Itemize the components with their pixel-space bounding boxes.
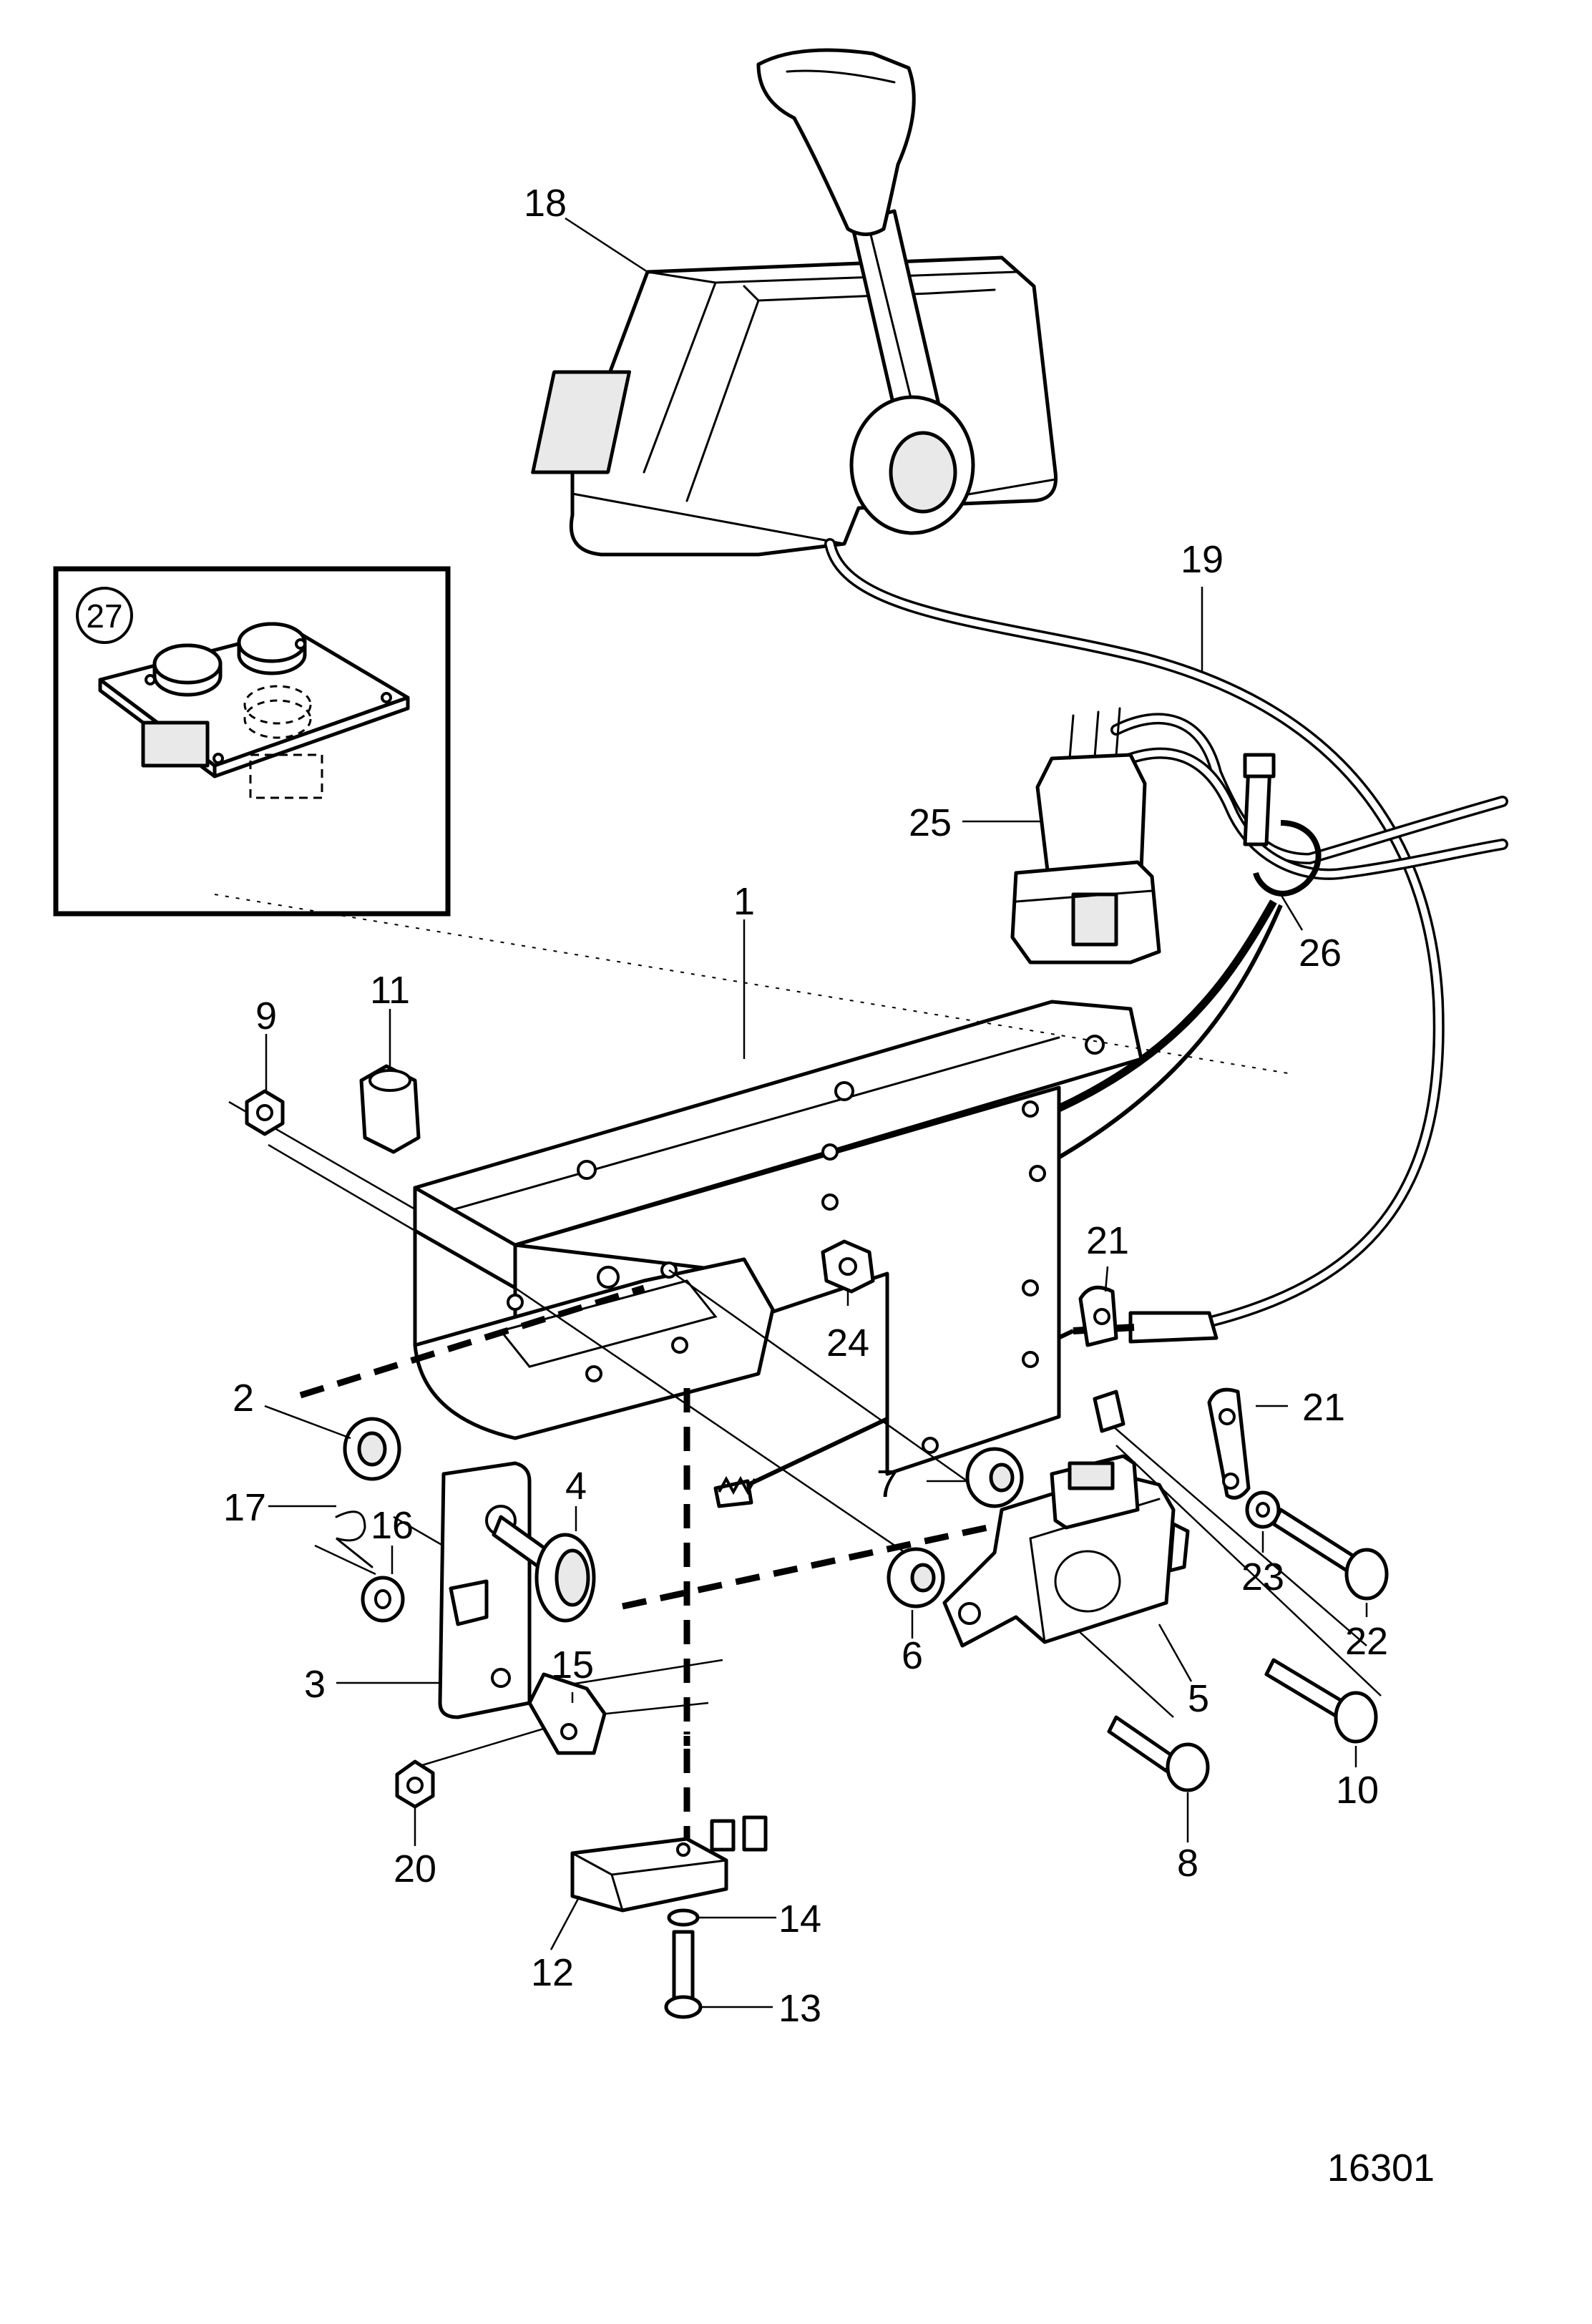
nut-24 <box>821 1239 875 1294</box>
washer-14 <box>667 1908 700 1927</box>
cotter-pin-17 <box>314 1510 376 1576</box>
nut-20 <box>395 1759 435 1809</box>
spacer-7 <box>965 1447 1024 1508</box>
callout-25: 25 <box>909 801 952 844</box>
callout-9: 9 <box>255 995 277 1038</box>
screw-22 <box>1271 1508 1389 1601</box>
nut-11 <box>359 1064 421 1154</box>
inset-label: 27 <box>86 597 122 635</box>
washer-16 <box>361 1576 405 1623</box>
hardware <box>245 1064 1389 2019</box>
spring <box>718 1475 756 1495</box>
callout-26: 26 <box>1299 932 1342 975</box>
switch-panel-icon <box>98 622 410 799</box>
callout-20: 20 <box>394 1847 436 1890</box>
callout-21-b: 21 <box>1302 1386 1345 1429</box>
callout-numbers: 1 2 3 4 5 6 7 8 9 10 11 12 13 14 15 16 1… <box>223 182 1388 2030</box>
callout-11: 11 <box>370 969 410 1012</box>
washer-23 <box>1245 1490 1281 1529</box>
control-lever-housing <box>531 48 1058 557</box>
callout-4: 4 <box>565 1465 587 1508</box>
callout-13: 13 <box>778 1987 821 2030</box>
microswitch-12 <box>570 1815 768 1913</box>
spacer-6 <box>887 1547 945 1608</box>
actuator-5 <box>942 1454 1190 1648</box>
callout-23: 23 <box>1241 1556 1284 1598</box>
callout-15: 15 <box>551 1644 594 1686</box>
callout-18: 18 <box>524 182 567 225</box>
callout-12: 12 <box>531 1951 574 1994</box>
drawing-number: 16301 <box>1327 2147 1435 2189</box>
bushing-4 <box>534 1533 596 1623</box>
clamp-21-a <box>1078 1285 1125 1433</box>
screw-10 <box>1264 1658 1378 1744</box>
callout-22: 22 <box>1345 1620 1388 1663</box>
wire-harness <box>843 707 1508 1183</box>
callout-2: 2 <box>233 1377 254 1420</box>
clamp-21-b <box>1207 1387 1251 1500</box>
callout-21-a: 21 <box>1086 1219 1129 1262</box>
clevis-15 <box>527 1672 607 1755</box>
screw-8 <box>1107 1715 1210 1792</box>
callout-10: 10 <box>1336 1769 1379 1812</box>
callout-19: 19 <box>1181 538 1224 581</box>
callout-14: 14 <box>778 1898 821 1940</box>
callout-5: 5 <box>1188 1677 1209 1720</box>
callout-3: 3 <box>304 1663 326 1706</box>
callout-8: 8 <box>1177 1842 1198 1885</box>
callout-7: 7 <box>876 1463 898 1505</box>
callout-leaders <box>264 217 1368 2008</box>
callout-1: 1 <box>733 880 755 923</box>
lever-plate-3 <box>438 1461 553 1719</box>
screw-13 <box>664 1930 703 2019</box>
mounting-bracket <box>413 1000 1143 1476</box>
grommet-2 <box>343 1417 401 1481</box>
callout-6: 6 <box>902 1634 923 1677</box>
callout-17: 17 <box>223 1486 266 1529</box>
callout-24: 24 <box>826 1322 869 1364</box>
callout-16: 16 <box>371 1504 414 1547</box>
nut-9 <box>245 1089 285 1136</box>
inset-panel: 27 <box>53 566 451 917</box>
